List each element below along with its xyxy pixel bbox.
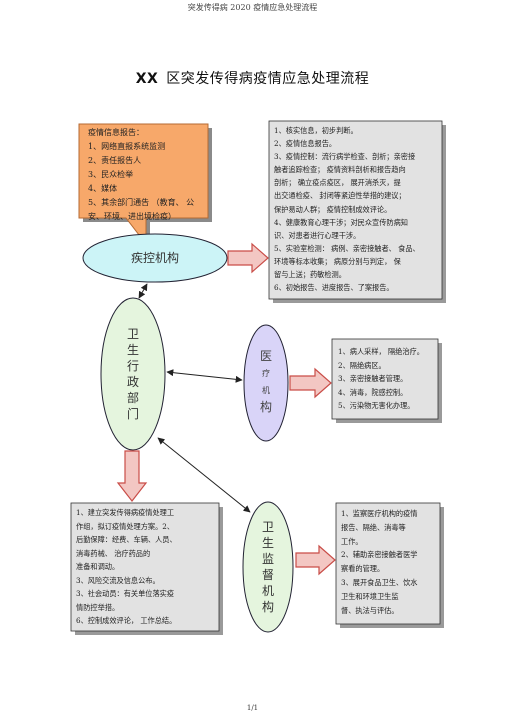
health-admin-char: 门 — [126, 407, 139, 421]
medical-char: 疗 — [262, 369, 270, 378]
task-line: 5、污染物无害化办理。 — [338, 401, 415, 410]
task-line: 督、执法与评估。 — [341, 605, 399, 615]
supervision-ellipse — [242, 501, 294, 633]
report-line: 3、民众检举 — [88, 170, 134, 179]
health-admin-ellipse — [100, 297, 166, 451]
supervision-label: 卫 生 监 督 机 构 — [254, 519, 282, 615]
supervision-tasks-box — [335, 502, 441, 625]
supervision-char: 构 — [261, 600, 274, 614]
task-line: 3、亲密接触者管理。 — [338, 374, 408, 383]
task-line: 准备和调动。 — [76, 562, 120, 571]
report-callout-box — [78, 123, 209, 246]
task-line: 6、控制成效评论， 工作总结。 — [76, 616, 177, 625]
supervision-char: 卫 — [261, 520, 274, 534]
medical-char: 机 — [262, 386, 270, 395]
task-line: 6、初始报告、进度报告、了案报告。 — [274, 283, 394, 293]
task-line: 1、建立突发传得病疫情处理工 — [76, 508, 175, 517]
page-number: 1/1 — [246, 704, 259, 712]
task-line: 识、对患者进行心理干涉。 — [274, 230, 361, 240]
medical-char: 构 — [259, 400, 272, 414]
supervision-char: 督 — [261, 568, 274, 582]
task-line: 卫生和环境卫生监 — [341, 591, 399, 601]
medical-ellipse — [243, 324, 289, 442]
arrow-supervision-to-tasks — [295, 544, 336, 576]
task-line: 3、疫情控制：流行病学检查、剖析；亲密接 — [274, 152, 416, 162]
supervision-char: 监 — [261, 552, 274, 566]
medical-char: 医 — [259, 349, 272, 363]
task-line: 触者追踪检查； 疫情资料剖析和报告趋向 — [274, 165, 406, 175]
report-line: 1、网络直报系统监测 — [88, 142, 166, 151]
arrow-admin-down — [116, 450, 148, 502]
report-line: 安、环境、进出境检疫） — [88, 212, 176, 221]
task-line: 消毒药械、 治疗药品的 — [76, 548, 151, 558]
medical-label: 医 疗 机 构 — [252, 348, 280, 416]
connector-admin-supervision — [157, 437, 251, 513]
disease-control-label: 疾控机构 — [130, 251, 179, 265]
task-line: 出交通检疫、 封闭等紧迫性举措的建议； — [274, 191, 406, 201]
task-line: 剖析； 确立疫点疫区， 展开消杀灭，提 — [274, 178, 401, 188]
health-admin-char: 部 — [126, 391, 139, 405]
task-line: 3、展开食品卫生、饮水 — [341, 577, 418, 587]
health-admin-char: 行 — [126, 359, 139, 373]
title-text: 区突发传得病疫情应急处理流程 — [166, 71, 370, 87]
report-line: 2、责任报告人 — [88, 156, 142, 165]
task-line: 察看的管理。 — [341, 564, 385, 574]
page-title: XX 区突发传得病疫情应急处理流程 — [0, 68, 505, 88]
arrow-medical-to-tasks — [289, 367, 332, 399]
task-line: 3、风险交流及信息公布。 — [76, 575, 160, 585]
task-line: 留与上送；药敏检测。 — [274, 270, 346, 280]
document-header: 突发传得病 2020 疫情应急处理流程 — [187, 3, 318, 12]
task-line: 报告、隔绝、消毒等 — [341, 522, 406, 532]
task-line: 环境等标本收集； 病原分别与判定， 保 — [274, 256, 401, 266]
health-admin-char: 卫 — [126, 327, 139, 341]
health-admin-char: 政 — [126, 375, 139, 389]
supervision-char: 生 — [261, 536, 274, 550]
report-box-text: 疫情信息报告： 1、网络直报系统监测 2、责任报告人 3、民众检举 4、媒体 5… — [88, 126, 194, 224]
report-line: 疫情信息报告： — [88, 128, 144, 137]
admin-tasks-text: 1、建立突发传得病疫情处理工 作组，拟订疫情处理方案。2、 后勤保障：经费、车辆… — [76, 506, 177, 628]
report-line: 4、媒体 — [88, 184, 118, 193]
connector-admin-medical — [166, 369, 243, 383]
task-line: 后勤保障：经费、车辆、人员、 — [76, 535, 177, 544]
task-line: 5、实验室检测： 病例、亲密接触者、 食品、 — [274, 243, 420, 253]
task-line: 1、监察医疗机构的疫情 — [341, 509, 418, 518]
arrow-disease-control-to-tasks — [227, 242, 269, 274]
medical-tasks-text: 1、病人采样， 隔绝治疗。 2、隔绝病区。 3、亲密接触者管理。 4、消毒，院感… — [338, 345, 424, 413]
task-line: 2、隔绝病区。 — [338, 360, 386, 370]
task-line: 作组，拟订疫情处理方案。2、 — [76, 521, 175, 531]
report-line: 5、其余部门通告 （教育、 公 — [88, 198, 195, 207]
health-admin-label: 卫 生 行 政 部 门 — [118, 326, 148, 422]
task-line: 工作。 — [341, 536, 363, 546]
admin-tasks-box — [70, 502, 220, 632]
supervision-char: 机 — [261, 584, 274, 598]
task-line: 1、病人采样， 隔绝治疗。 — [338, 347, 424, 356]
disease-control-ellipse — [82, 233, 228, 283]
disease-control-tasks-text: 1、核实信息，初步判断。 2、疫情信息报告。 3、疫情控制：流行病学检查、剖析；… — [274, 124, 420, 294]
title-prefix: XX — [135, 71, 159, 87]
medical-tasks-box — [331, 338, 439, 420]
task-line: 4、健康教育心理干涉；对民众宣传防病知 — [274, 217, 408, 227]
task-line: 1、核实信息，初步判断。 — [274, 126, 358, 135]
task-line: 3、社会动员：有关单位落实疫 — [76, 589, 175, 598]
supervision-tasks-text: 1、监察医疗机构的疫情 报告、隔绝、消毒等 工作。 2、辅助亲密接触者医学 察看… — [341, 507, 417, 617]
disease-control-tasks-box — [268, 120, 443, 300]
task-line: 情防控举措。 — [76, 602, 120, 612]
health-admin-char: 生 — [126, 343, 139, 357]
task-line: 4、消毒，院感控制。 — [338, 387, 408, 397]
task-line: 2、辅助亲密接触者医学 — [341, 550, 418, 560]
task-line: 2、疫情信息报告。 — [274, 139, 337, 149]
task-line: 保护易动人群； 疫情控制成效评论。 — [274, 204, 392, 214]
connector-admin-disease-control — [138, 283, 148, 299]
